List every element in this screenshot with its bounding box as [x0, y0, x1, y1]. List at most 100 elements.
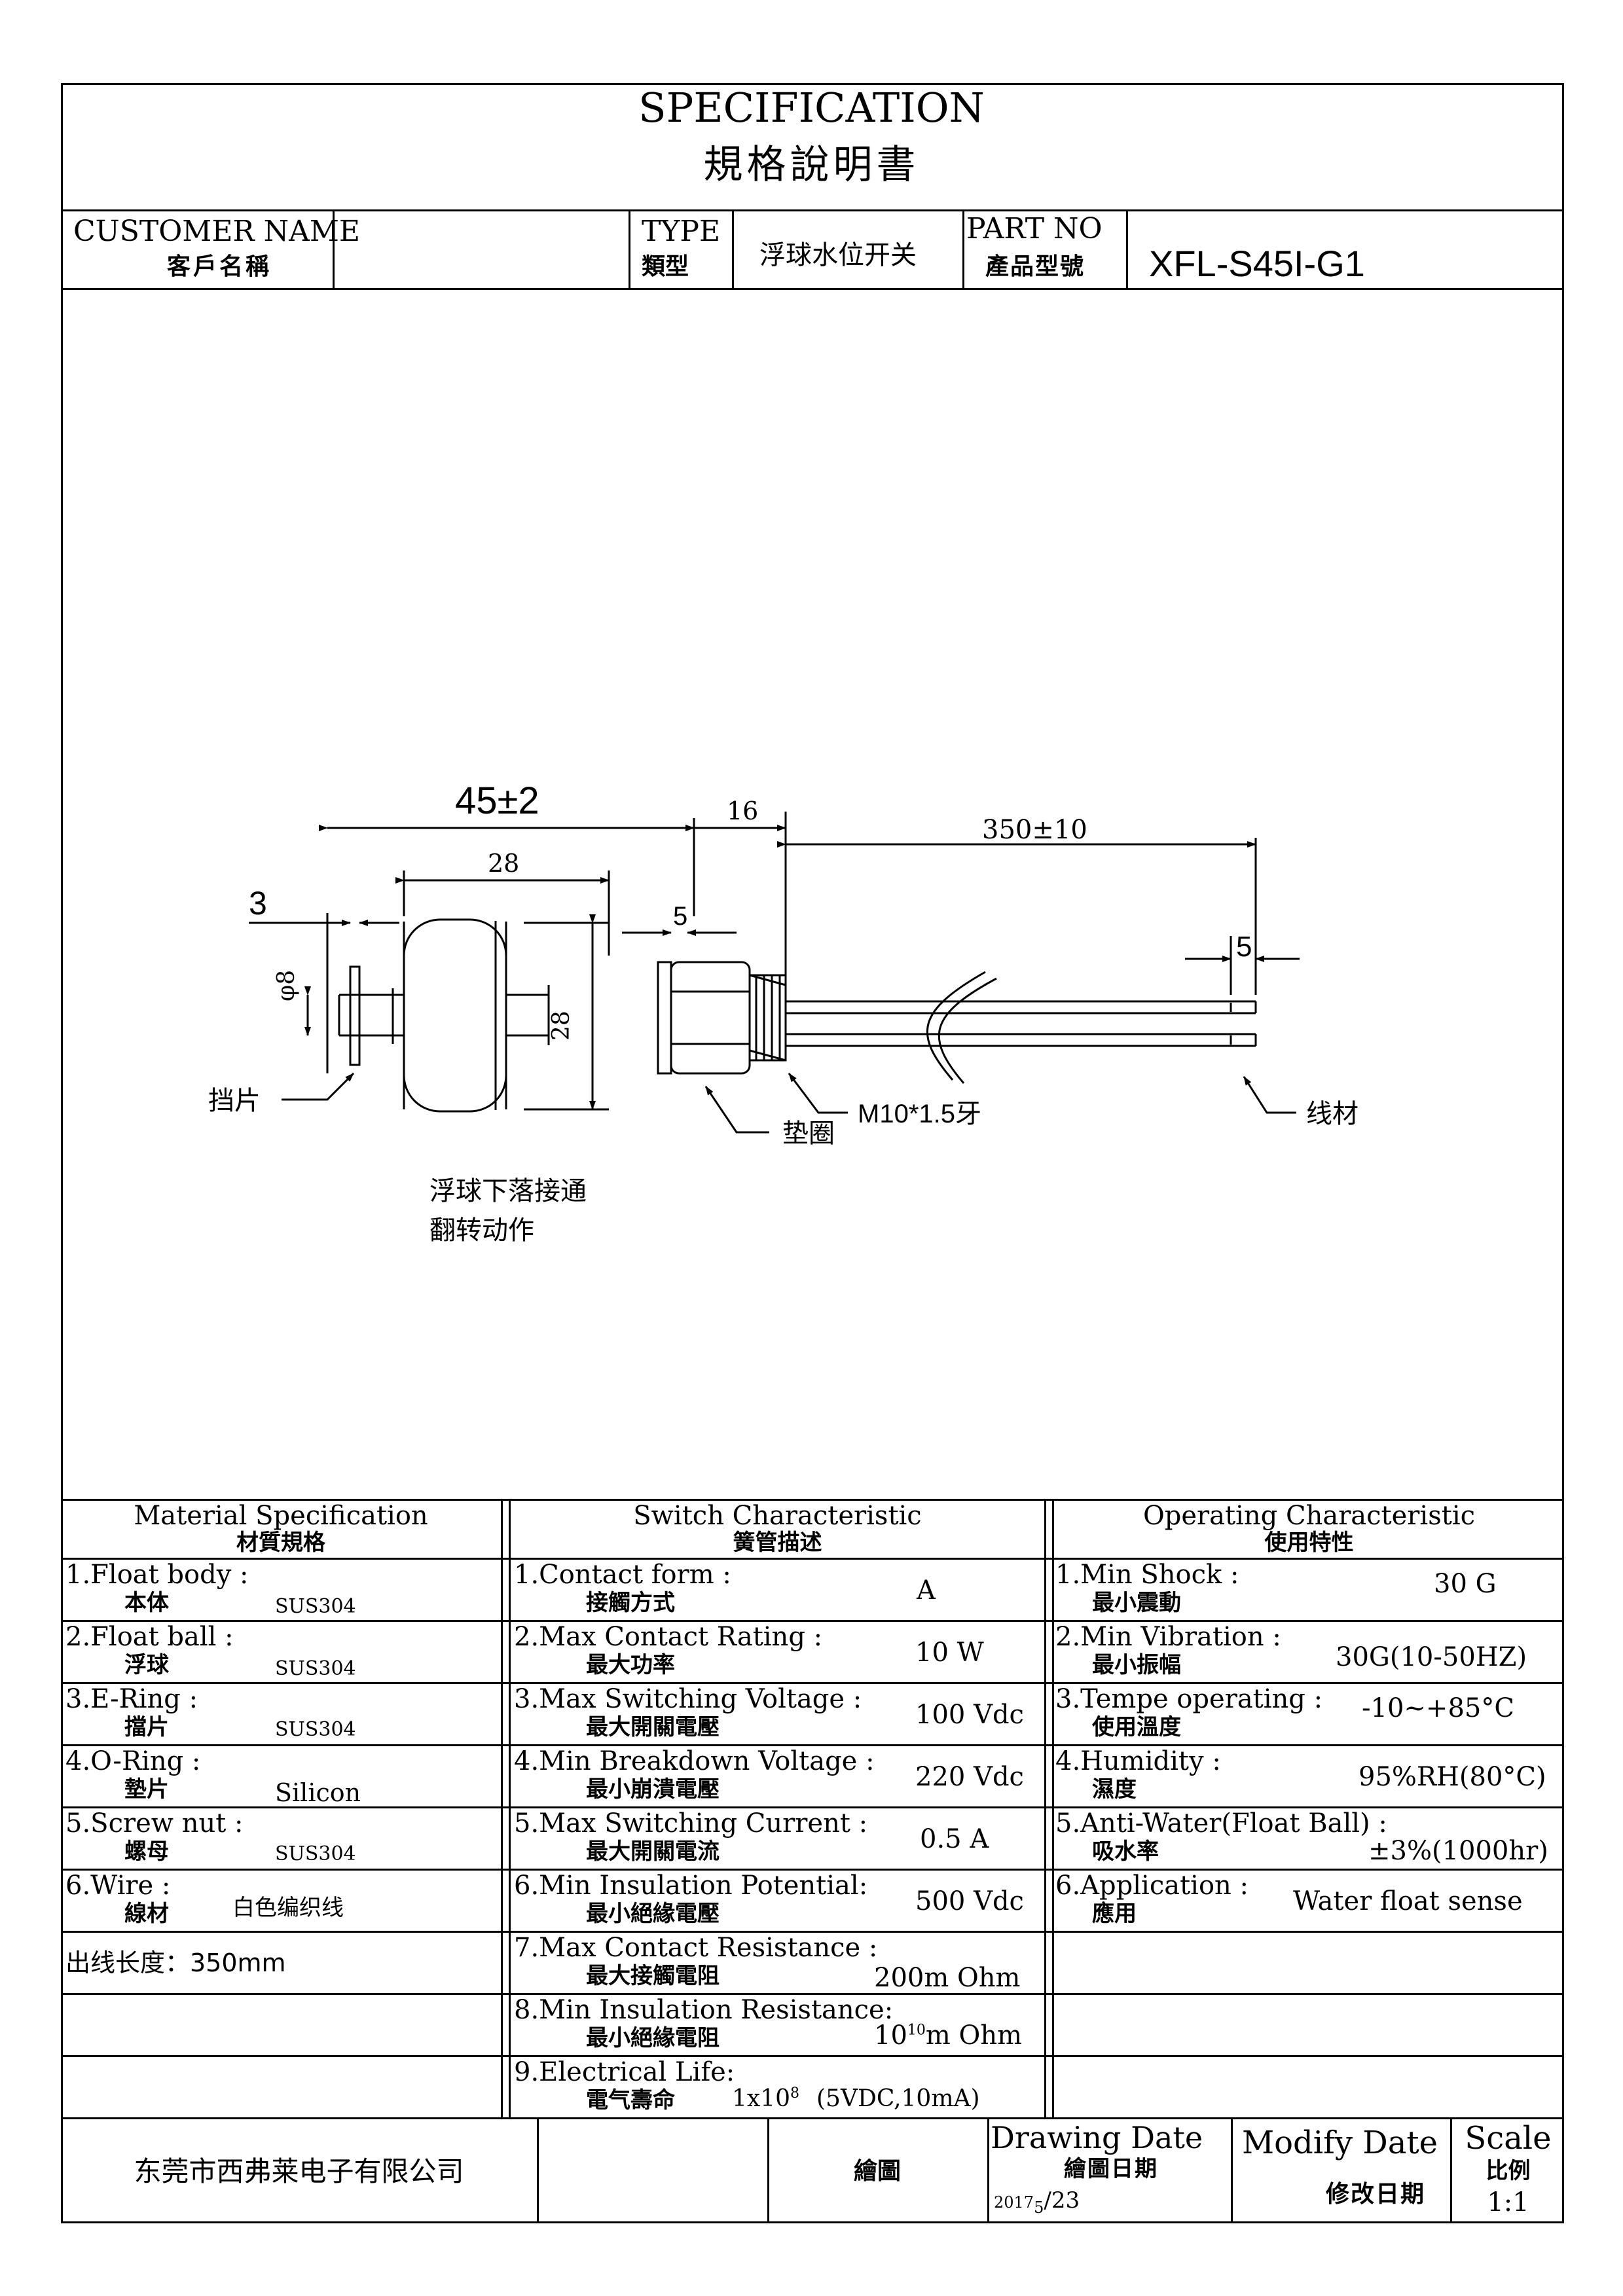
- scale-label-en: Scale: [1465, 2120, 1552, 2157]
- divider: [1044, 1499, 1046, 2117]
- divider: [61, 1869, 1564, 1871]
- material-label: 6.Wire :: [65, 1871, 171, 1901]
- switch-label-cn: 最小絕緣電壓: [586, 1901, 720, 1927]
- material-value: Silicon: [275, 1778, 361, 1807]
- divider: [732, 209, 734, 288]
- switch-value: 100 Vdc: [915, 1700, 1024, 1730]
- operating-value: 95%RH(80°C): [1359, 1762, 1546, 1792]
- divider: [61, 1499, 1564, 1501]
- divider: [61, 1931, 1564, 1933]
- operating-label-cn: 使用溫度: [1092, 1714, 1181, 1740]
- divider: [962, 209, 964, 288]
- divider: [1126, 209, 1128, 288]
- operating-heading-en: Operating Characteristic: [1142, 1501, 1476, 1531]
- divider: [1450, 2117, 1452, 2223]
- divider: [1052, 1499, 1054, 2117]
- drawn-by-label: 繪圖: [853, 2158, 901, 2185]
- part-number: XFL-S45I-G1: [1149, 243, 1365, 284]
- divider: [1231, 2117, 1233, 2223]
- part-label-en: PART NO: [966, 212, 1103, 245]
- switch-value: 10 W: [915, 1638, 984, 1668]
- divider: [61, 1993, 1564, 1995]
- divider: [61, 1744, 1564, 1746]
- divider: [61, 288, 1564, 290]
- operating-label-cn: 最小震動: [1092, 1590, 1181, 1616]
- type-label-cn: 類型: [642, 253, 689, 280]
- material-label: 4.O-Ring :: [65, 1746, 201, 1776]
- switch-label: 8.Min Insulation Resistance:: [514, 1995, 894, 2025]
- type-value: 浮球水位开关: [759, 240, 917, 270]
- divider: [61, 209, 1564, 211]
- switch-label-cn: 最大開關電流: [586, 1839, 720, 1865]
- material-heading-en: Material Specification: [134, 1501, 428, 1531]
- customer-label-en: CUSTOMER NAME: [73, 215, 361, 248]
- dim-overall-length: 45±2: [455, 780, 539, 822]
- switch-label-cn: 接觸方式: [586, 1590, 675, 1616]
- operating-label: 3.Tempe operating :: [1055, 1684, 1323, 1714]
- divider: [987, 2117, 989, 2223]
- drawing-date-label-cn: 繪圖日期: [1064, 2156, 1158, 2182]
- operating-label-cn: 吸水率: [1092, 1839, 1159, 1865]
- operating-label-cn: 應用: [1092, 1901, 1137, 1927]
- dim-ball-diameter: 28: [548, 1011, 575, 1041]
- switch-label-cn: 最大接觸電阻: [586, 1963, 720, 1989]
- switch-heading-en: Switch Characteristic: [633, 1501, 922, 1531]
- dim-nut-width: 5: [673, 902, 688, 931]
- type-label-en: TYPE: [642, 215, 721, 248]
- switch-label-cn: 最小絕緣電阻: [586, 2025, 720, 2051]
- label-e-ring: 挡片: [208, 1086, 261, 1116]
- drawing-date-value: 20175/23: [994, 2187, 1080, 2217]
- divider: [61, 1806, 1564, 1808]
- material-label: 3.E-Ring :: [65, 1684, 198, 1714]
- label-gasket: 垫圈: [782, 1119, 835, 1149]
- operating-value: 30 G: [1434, 1569, 1497, 1599]
- dim-body-length: 28: [488, 849, 520, 878]
- divider: [61, 1620, 1564, 1622]
- switch-value: 0.5 A: [920, 1824, 989, 1854]
- switch-value: A: [917, 1575, 936, 1605]
- dim-ring-thickness: 3: [249, 885, 267, 922]
- switch-label: 2.Max Contact Rating :: [514, 1622, 823, 1652]
- switch-heading-cn: 簧管描述: [733, 1530, 822, 1556]
- operating-label: 4.Humidity :: [1055, 1746, 1221, 1776]
- material-label: 5.Screw nut :: [65, 1808, 244, 1839]
- divider: [501, 1499, 503, 2117]
- operating-label-cn: 最小振幅: [1092, 1652, 1181, 1678]
- switch-value: 1010m Ohm: [874, 2020, 1023, 2051]
- divider: [333, 209, 335, 288]
- dim-wire-length: 350±10: [982, 815, 1087, 845]
- operating-label-cn: 濕度: [1092, 1776, 1137, 1803]
- part-label-cn: 產品型號: [985, 253, 1085, 280]
- dim-thread-length: 16: [727, 797, 759, 825]
- operating-value: Water float sense: [1293, 1886, 1523, 1916]
- material-label-cn: 浮球: [124, 1652, 169, 1678]
- material-value: SUS304: [275, 1595, 356, 1618]
- operating-label: 5.Anti-Water(Float Ball) :: [1055, 1808, 1387, 1839]
- switch-label: 6.Min Insulation Potential:: [514, 1871, 868, 1901]
- label-thread: M10*1.5牙: [858, 1100, 981, 1128]
- divider: [537, 2117, 539, 2223]
- material-label-cn: 墊片: [124, 1776, 169, 1803]
- switch-label: 4.Min Breakdown Voltage :: [514, 1746, 875, 1776]
- material-label: 1.Float body :: [65, 1560, 249, 1590]
- divider: [509, 1499, 511, 2117]
- material-heading-cn: 材質規格: [236, 1530, 325, 1556]
- label-wire: 线材: [1306, 1099, 1359, 1129]
- title-english: SPECIFICATION: [638, 84, 985, 132]
- customer-label-cn: 客戶名稱: [167, 253, 272, 280]
- material-value: SUS304: [275, 1718, 356, 1741]
- dim-strip-length: 5: [1236, 931, 1252, 963]
- divider: [767, 2117, 769, 2223]
- divider: [61, 2055, 1564, 2057]
- modify-date-label-en: Modify Date: [1242, 2125, 1438, 2161]
- wire-length-note: 出线长度：350mm: [65, 1948, 286, 1977]
- drawing-date-label-en: Drawing Date: [991, 2120, 1203, 2155]
- switch-label: 1.Contact form :: [514, 1560, 731, 1590]
- switch-value: 1x108(5VDC,10mA): [732, 2085, 980, 2112]
- switch-label: 9.Electrical Life:: [514, 2057, 735, 2087]
- material-label: 2.Float ball :: [65, 1622, 234, 1652]
- switch-label: 5.Max Switching Current :: [514, 1808, 868, 1839]
- divider: [61, 2117, 1564, 2119]
- switch-label-cn: 電气壽命: [586, 2087, 675, 2113]
